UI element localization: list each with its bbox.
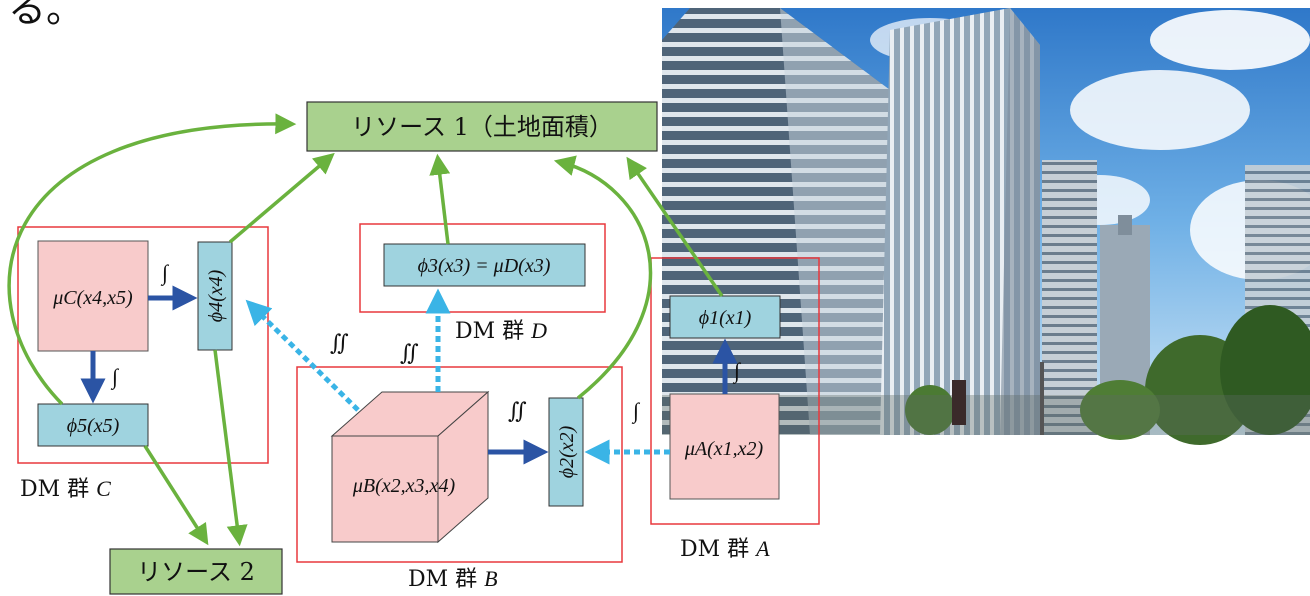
integral-double-b-phi3: ∬ bbox=[400, 340, 419, 365]
dm-group-c-label: DM 群 C bbox=[20, 476, 111, 502]
resource-2-label: リソース 2 bbox=[137, 558, 255, 586]
phi-5-node bbox=[37, 403, 149, 447]
phi-2-node bbox=[548, 397, 584, 507]
arrow-phi4-to-r2 bbox=[213, 349, 248, 547]
dm-group-d-label: DM 群 D bbox=[455, 318, 547, 344]
integral-single-c1: ∫ bbox=[160, 260, 170, 286]
integral-double-b-phi4: ∬ bbox=[330, 330, 349, 355]
mu-b-label: μB(x2,x3,x4) bbox=[352, 475, 456, 497]
arrow-phi5-to-r2 bbox=[143, 445, 209, 546]
header-fragment: る。 bbox=[8, 0, 84, 31]
dm-group-b-label: DM 群 B bbox=[408, 566, 498, 592]
phi-4-node bbox=[197, 241, 233, 351]
integral-single-a-phi2: ∫ bbox=[631, 398, 641, 424]
arrow-phi3-to-r1 bbox=[429, 153, 451, 245]
dm-group-d-box bbox=[359, 223, 606, 313]
dm-group-a-box bbox=[650, 257, 820, 525]
mu-a-node bbox=[669, 393, 780, 500]
integral-single-a-phi1: ∫ bbox=[732, 358, 742, 384]
phi-3-node bbox=[383, 243, 586, 287]
phi-3-label: ϕ3(x3) = μD(x3) bbox=[418, 255, 551, 277]
dm-group-b-box bbox=[296, 366, 623, 563]
integral-single-c2: ∫ bbox=[110, 364, 120, 390]
phi-1-label: ϕ1(x1) bbox=[699, 307, 752, 329]
arrow-phi1-to-r1 bbox=[626, 156, 724, 297]
resource-2-box bbox=[109, 548, 283, 595]
mu-a-label: μA(x1,x2) bbox=[684, 438, 764, 460]
arrow-phi4-to-r1 bbox=[228, 152, 335, 244]
mu-c-node bbox=[37, 240, 149, 352]
arrow-mub-to-phi4 bbox=[245, 299, 360, 412]
phi-5-label: ϕ5(x5) bbox=[67, 415, 120, 437]
phi-1-node bbox=[669, 295, 781, 339]
resource-1-box bbox=[306, 101, 658, 152]
phi-4-label: ϕ4(x4) bbox=[205, 269, 227, 322]
arrow-phi2-to-r1 bbox=[553, 155, 653, 400]
phi-2-label: ϕ2(x2) bbox=[556, 425, 578, 478]
dm-group-c-box bbox=[17, 226, 269, 464]
dm-group-a-label: DM 群 A bbox=[680, 536, 770, 562]
arrow-phi5-to-r1 bbox=[7, 113, 297, 406]
skyscrapers-photo bbox=[662, 8, 1310, 445]
mu-b-cube bbox=[330, 390, 490, 544]
mu-c-label: μC(x4,x5) bbox=[52, 287, 133, 309]
resource-1-label: リソース 1（土地面積） bbox=[351, 113, 613, 141]
integral-double-b-phi2: ∬ bbox=[508, 398, 527, 423]
